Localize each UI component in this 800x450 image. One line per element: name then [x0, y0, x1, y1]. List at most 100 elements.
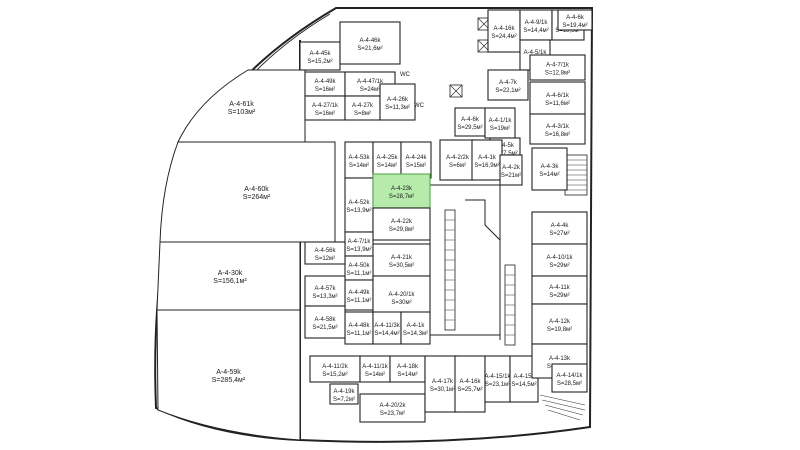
room-outline[interactable]	[484, 107, 516, 139]
room-outline[interactable]	[499, 154, 523, 186]
room-outline[interactable]	[372, 207, 431, 241]
room-outline[interactable]	[344, 95, 381, 121]
room-a-4-2k[interactable]: A-4-2kS=21м²	[499, 154, 523, 186]
room-a-4-10-1k[interactable]: A-4-10/1kS=29м²	[531, 243, 588, 277]
room-outline[interactable]	[529, 54, 586, 81]
zone-a-4-59k[interactable]	[156, 309, 301, 441]
room-outline[interactable]	[372, 243, 431, 277]
room-outline[interactable]	[344, 141, 374, 179]
room-outline[interactable]	[400, 141, 432, 179]
room-outline[interactable]	[551, 363, 588, 393]
room-a-4-11-3k[interactable]: A-4-11/3kS=14,4м²	[372, 311, 402, 345]
room-outline[interactable]	[531, 303, 588, 345]
room-outline[interactable]	[529, 81, 586, 115]
room-a-4-20-2k[interactable]: A-4-20/2kS=23,7м²	[359, 393, 426, 423]
room-outline[interactable]	[344, 311, 374, 345]
room-outline[interactable]	[299, 41, 341, 71]
room-outline[interactable]	[372, 141, 402, 179]
room-a-4-4k[interactable]: A-4-4kS=27м²	[531, 211, 588, 245]
room-outline[interactable]	[344, 279, 374, 311]
room-a-4-6k[interactable]: A-4-6kS=19,4м²	[557, 9, 593, 31]
room-outline[interactable]	[344, 231, 374, 257]
room-outline[interactable]	[531, 243, 588, 277]
room-outline[interactable]	[372, 275, 431, 319]
room-outline[interactable]	[379, 83, 416, 121]
room-outline[interactable]	[304, 241, 346, 265]
room-outline[interactable]	[454, 355, 486, 413]
room-a-4-7k[interactable]: A-4-7kS=22,1м²	[487, 69, 529, 101]
room-outline[interactable]	[424, 355, 461, 413]
room-a-4-11-2k[interactable]: A-4-11/2kS=15,2м²	[309, 355, 361, 383]
room-a-4-1k[interactable]: A-4-1kS=16,9м²	[471, 139, 503, 181]
room-outline[interactable]	[487, 69, 529, 101]
room-outline[interactable]	[339, 21, 401, 65]
room-outline[interactable]	[484, 355, 511, 403]
room-a-4-15-1k[interactable]: A-4-15/1kS=23,1м²	[484, 355, 512, 403]
wc-label: WC	[414, 103, 425, 109]
room-outline[interactable]	[439, 139, 476, 181]
room-outline[interactable]	[329, 383, 359, 405]
room-outline[interactable]	[372, 173, 431, 209]
room-a-4-6-1k[interactable]: A-4-6/1kS=11,6м²	[529, 81, 586, 115]
room-a-4-11-1k[interactable]: A-4-11/1kS=14м²	[359, 355, 391, 383]
room-outline[interactable]	[531, 275, 588, 305]
room-a-4-1-1k[interactable]: A-4-1/1kS=19м²	[484, 107, 516, 139]
room-a-4-3k[interactable]: A-4-3kS=14м²	[531, 147, 568, 191]
room-a-4-27-1k[interactable]: A-4-27/1kS=16м²	[304, 95, 346, 121]
room-a-4-7-1k[interactable]: A-4-7/1kS=12,8м²	[529, 54, 586, 81]
room-a-4-9-1k[interactable]: A-4-9/1kS=14,4м²	[519, 9, 553, 41]
room-outline[interactable]	[309, 355, 361, 383]
room-a-4-1k[interactable]: A-4-1kS=14,3м²	[400, 311, 431, 345]
room-outline[interactable]	[487, 9, 521, 53]
room-outline[interactable]	[304, 95, 346, 121]
room-outline[interactable]	[304, 275, 346, 307]
room-a-4-3-1k[interactable]: A-4-3/1kS=16,8м²	[529, 113, 586, 145]
room-id-label: A-4-6k	[461, 117, 480, 123]
room-a-4-14-1k[interactable]: A-4-14/1kS=28,5м²	[551, 363, 588, 393]
room-a-4-7-1k[interactable]: A-4-7/1kS=13,9м²	[344, 231, 374, 257]
room-a-4-20-1k[interactable]: A-4-20/1kS=30м²	[372, 275, 431, 319]
room-outline[interactable]	[529, 113, 586, 145]
room-outline[interactable]	[359, 393, 426, 423]
room-outline[interactable]	[557, 9, 593, 31]
room-outline[interactable]	[304, 305, 346, 339]
room-a-4-6k[interactable]: A-4-6kS=29,5м²	[454, 107, 486, 137]
room-area-label: S=19м²	[490, 126, 510, 132]
room-outline[interactable]	[454, 107, 486, 137]
room-outline[interactable]	[531, 147, 568, 191]
room-id-label: A-4-14/1k	[556, 373, 583, 379]
room-outline[interactable]	[400, 311, 431, 345]
room-a-4-2-2k[interactable]: A-4-2/2kS=6м²	[439, 139, 476, 181]
room-id-label: A-4-4k	[551, 223, 570, 229]
room-id-label: A-4-1k	[407, 323, 426, 329]
